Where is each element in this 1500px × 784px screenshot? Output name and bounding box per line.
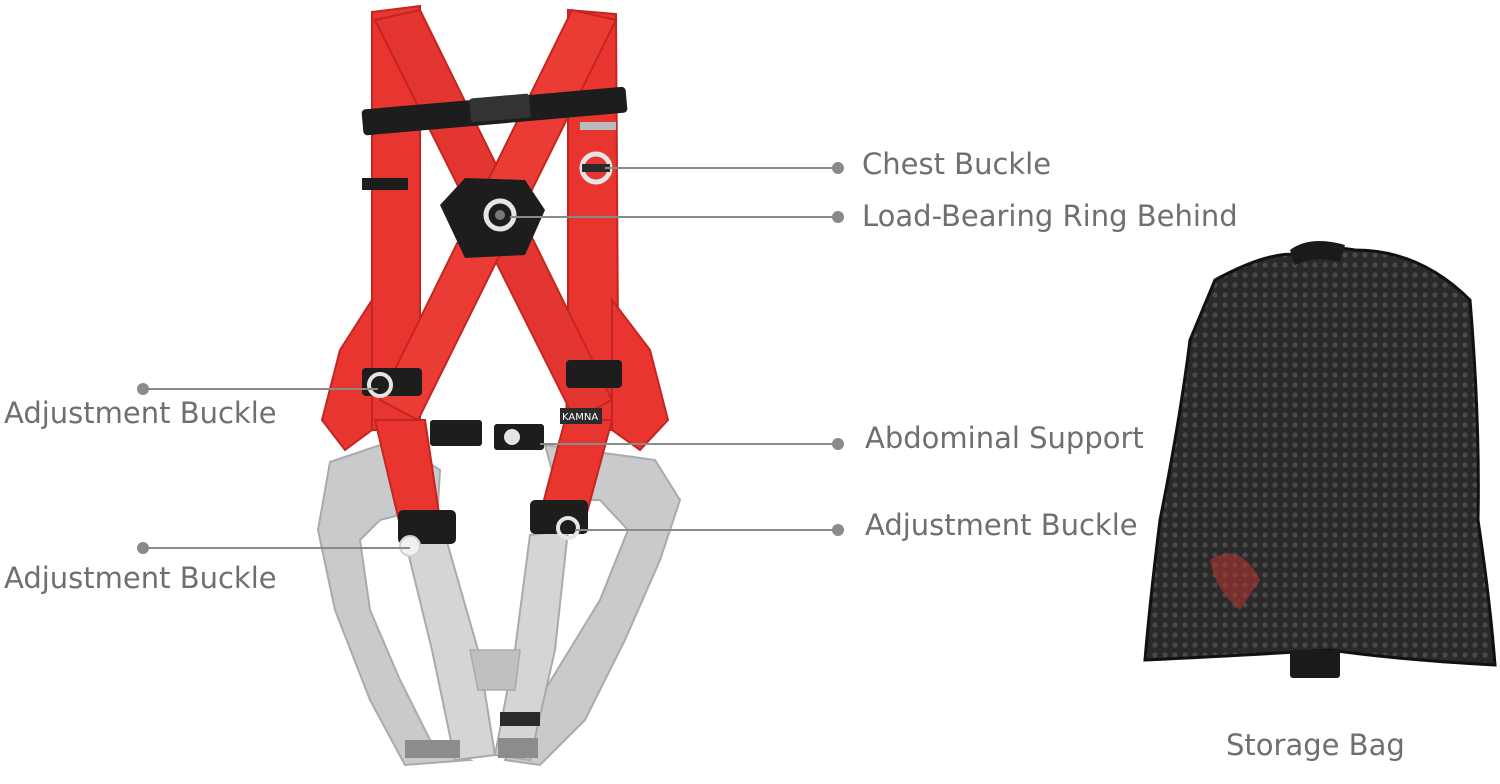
- circle-dot-icon: [137, 542, 149, 554]
- storage-bag: [1143, 241, 1497, 678]
- label-adjustment-buckle-right: Adjustment Buckle: [865, 508, 1138, 542]
- label-adjustment-buckle-upper-left: Adjustment Buckle: [4, 396, 277, 430]
- strap-brand-text: KAMNA: [562, 412, 598, 423]
- circle-dot-icon: [137, 383, 149, 395]
- chest-strap: [361, 86, 628, 190]
- label-storage-bag: Storage Bag: [1226, 728, 1405, 762]
- label-adjustment-buckle-lower-left: Adjustment Buckle: [4, 561, 277, 595]
- label-abdominal-support: Abdominal Support: [865, 421, 1144, 455]
- circle-dot-icon: [832, 438, 844, 450]
- back-plate: [440, 178, 545, 258]
- circle-dot-icon: [832, 162, 844, 174]
- circle-dot-icon: [832, 524, 844, 536]
- label-load-bearing-ring: Load-Bearing Ring Behind: [862, 199, 1238, 233]
- leader-lines: [137, 162, 844, 554]
- leg-loops: [316, 438, 682, 767]
- circle-dot-icon: [832, 211, 844, 223]
- abdominal-connectors: [430, 420, 544, 450]
- label-chest-buckle: Chest Buckle: [862, 147, 1052, 181]
